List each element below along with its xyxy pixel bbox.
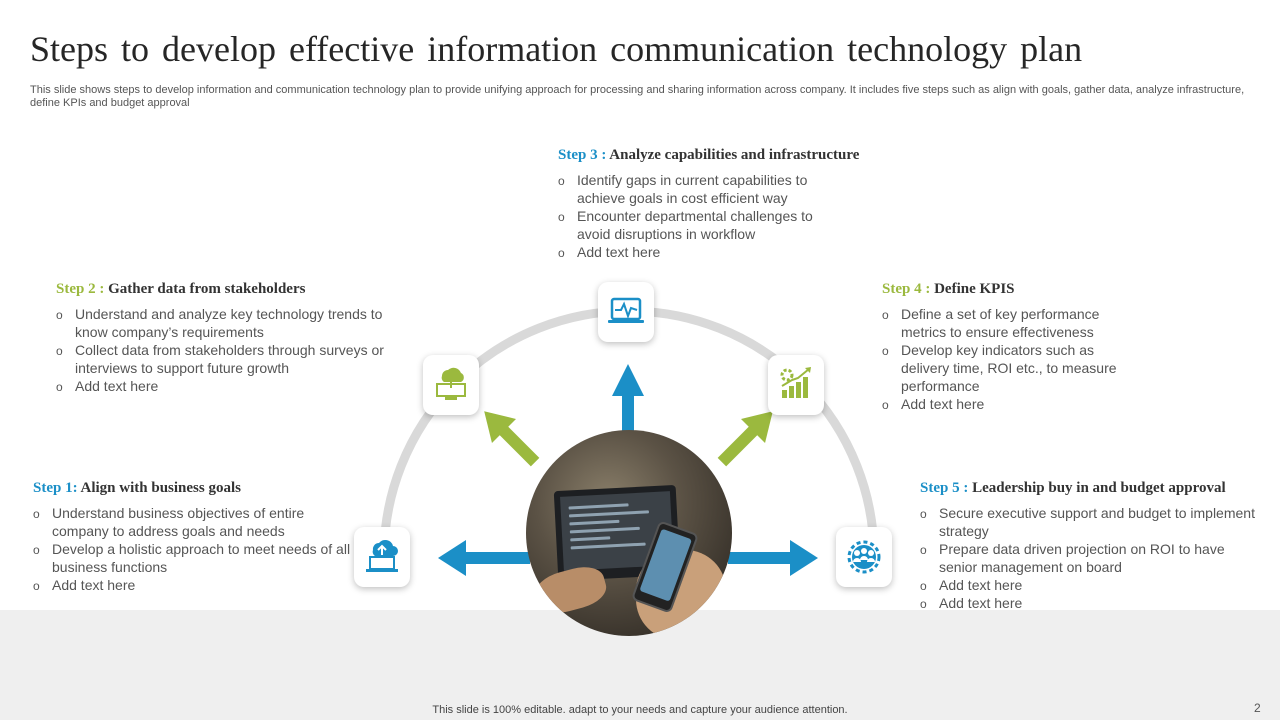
step5-bullets: Secure executive support and budget to i… (920, 504, 1255, 613)
step5-title: Step 5 : Leadership buy in and budget ap… (920, 480, 1255, 497)
step2-bullets: Understand and analyze key technology tr… (56, 305, 406, 396)
step3-title: Step 3 : Analyze capabilities and infras… (558, 147, 859, 164)
list-item: Encounter departmental challenges to avo… (558, 207, 820, 243)
page-number: 2 (1254, 701, 1261, 715)
footer-note: This slide is 100% editable. adapt to yo… (432, 704, 848, 716)
step2-heading: Gather data from stakeholders (104, 281, 306, 297)
page-title: Steps to develop effective information c… (30, 29, 1083, 69)
arrow-up (612, 364, 644, 432)
growth-chart-gear-icon (776, 364, 816, 407)
list-item: Add text here (882, 395, 1132, 414)
step4-icon-box (768, 355, 824, 415)
list-item: Develop a holistic approach to meet need… (33, 540, 353, 576)
step3-bullets: Identify gaps in current capabilities to… (558, 171, 820, 262)
list-item: Define a set of key performance metrics … (882, 305, 1132, 341)
step5-heading: Leadership buy in and budget approval (968, 480, 1226, 496)
step-3: Step 3 : Analyze capabilities and infras… (558, 147, 859, 262)
arrow-left (438, 540, 530, 576)
step2-label: Step 2 : (56, 281, 105, 297)
step5-label: Step 5 : (920, 480, 969, 496)
list-item: Develop key indicators such as delivery … (882, 341, 1132, 395)
list-item: Add text here (558, 243, 820, 262)
step4-label: Step 4 : (882, 281, 931, 297)
team-gear-icon (844, 535, 884, 580)
step3-label: Step 3 : (558, 147, 607, 163)
list-item: Add text here (33, 576, 353, 595)
cloud-laptop-icon (363, 536, 401, 579)
arrow-up-right (717, 411, 773, 467)
list-item: Secure executive support and budget to i… (920, 504, 1255, 540)
step2-title: Step 2 : Gather data from stakeholders (56, 281, 406, 298)
list-item: Add text here (56, 377, 406, 396)
arrow-right (728, 540, 818, 576)
arrow-up-left (484, 411, 540, 467)
laptop-pulse-icon (606, 291, 646, 334)
step-5: Step 5 : Leadership buy in and budget ap… (920, 480, 1255, 613)
step4-heading: Define KPIS (930, 281, 1015, 297)
cloud-computer-icon (432, 364, 470, 407)
step1-bullets: Understand business objectives of entire… (33, 504, 353, 595)
step-2: Step 2 : Gather data from stakeholders U… (56, 281, 406, 396)
list-item: Add text here (920, 594, 1255, 613)
step1-icon-box (354, 527, 410, 587)
list-item: Identify gaps in current capabilities to… (558, 171, 820, 207)
step1-label: Step 1: (33, 480, 78, 496)
list-item: Understand business objectives of entire… (33, 504, 353, 540)
step1-heading: Align with business goals (77, 480, 241, 496)
list-item: Understand and analyze key technology tr… (56, 305, 406, 341)
step-4: Step 4 : Define KPIS Define a set of key… (882, 281, 1132, 414)
list-item: Prepare data driven projection on ROI to… (920, 540, 1255, 576)
laptop-phone-photo (526, 430, 732, 636)
step5-icon-box (836, 527, 892, 587)
step3-heading: Analyze capabilities and infrastructure (606, 147, 860, 163)
step4-bullets: Define a set of key performance metrics … (882, 305, 1132, 414)
step2-icon-box (423, 355, 479, 415)
step1-title: Step 1: Align with business goals (33, 480, 353, 497)
page-subtitle: This slide shows steps to develop inform… (30, 84, 1245, 109)
step3-icon-box (598, 282, 654, 342)
list-item: Collect data from stakeholders through s… (56, 341, 406, 377)
step-1: Step 1: Align with business goals Unders… (33, 480, 353, 595)
list-item: Add text here (920, 576, 1255, 595)
step4-title: Step 4 : Define KPIS (882, 281, 1132, 298)
